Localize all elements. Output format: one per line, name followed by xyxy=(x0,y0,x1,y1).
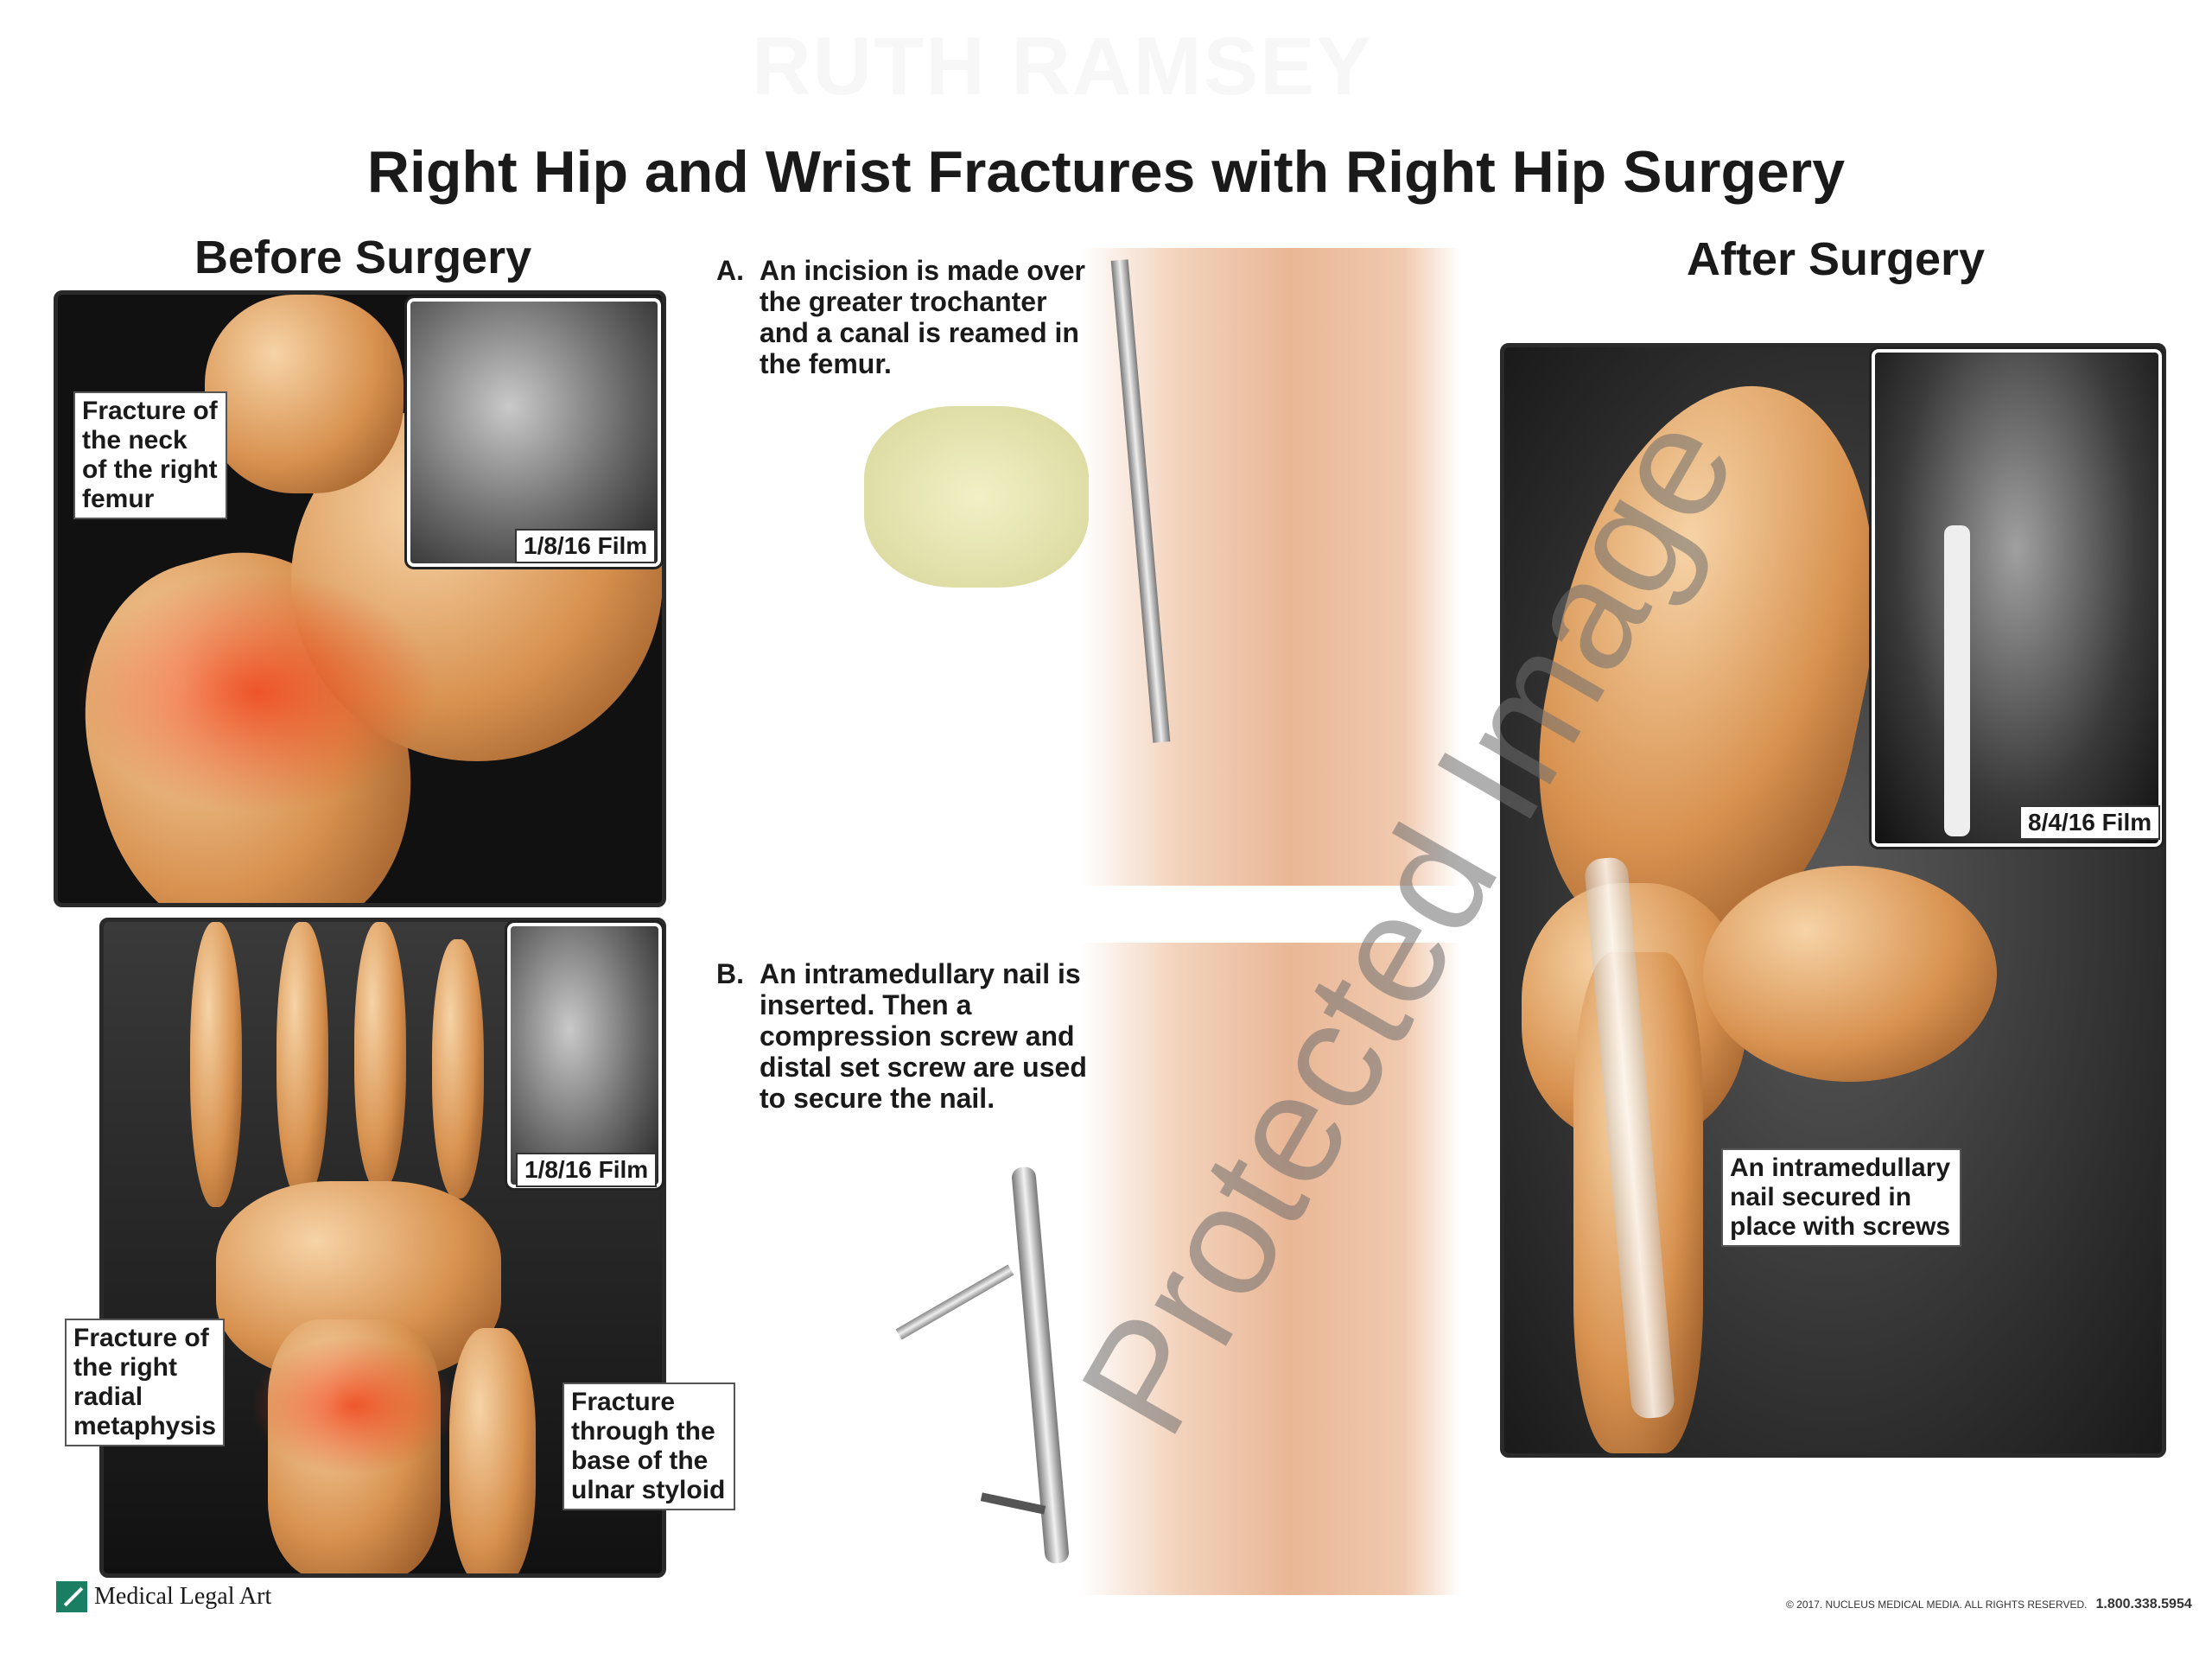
step-b-letter: B. xyxy=(716,958,744,989)
compression-screw xyxy=(895,1264,1014,1340)
radial-fracture-label: Fracture of the right radial metaphysis xyxy=(65,1319,225,1446)
footer-copyright: © 2017. NUCLEUS MEDICAL MEDIA. ALL RIGHT… xyxy=(1786,1597,2192,1612)
step-a-letter: A. xyxy=(716,255,744,286)
ulnar-fracture-label: Fracture through the base of the ulnar s… xyxy=(563,1382,735,1510)
nail-label: An intramedullary nail secured in place … xyxy=(1721,1148,1961,1247)
wrist-film-date: 1/8/16 Film xyxy=(516,1153,658,1187)
femur-fracture-label: Fracture of the neck of the right femur xyxy=(73,391,227,519)
logo-text: Medical Legal Art xyxy=(94,1583,272,1610)
hip-film-date: 1/8/16 Film xyxy=(515,529,657,563)
phone-number: 1.800.338.5954 xyxy=(2095,1597,2192,1611)
logo-pen-icon xyxy=(56,1581,87,1612)
step-b-illustration xyxy=(1080,943,1460,1595)
page-title: Right Hip and Wrist Fractures with Right… xyxy=(366,139,1846,205)
before-surgery-heading: Before Surgery xyxy=(194,232,532,283)
copyright-text: © 2017. NUCLEUS MEDICAL MEDIA. ALL RIGHT… xyxy=(1786,1599,2088,1611)
wrist-xray-inset xyxy=(505,920,664,1191)
hip-xray-inset xyxy=(404,296,664,569)
step-b-text: B. An intramedullary nail is inserted. Th… xyxy=(716,958,1096,1114)
faded-watermark-name: RUTH RAMSEY xyxy=(752,21,1373,112)
step-a-description: An incision is made over the greater tro… xyxy=(760,255,1085,379)
after-xray-inset xyxy=(1869,346,2164,849)
gloved-hand-scalpel xyxy=(864,406,1089,588)
set-screw xyxy=(980,1492,1046,1515)
after-film-date: 8/4/16 Film xyxy=(2019,805,2161,840)
medical-legal-art-logo: Medical Legal Art xyxy=(56,1581,271,1612)
step-a-text: A. An incision is made over the greater t… xyxy=(716,255,1096,379)
after-surgery-heading: After Surgery xyxy=(1687,233,1986,285)
step-b-description: An intramedullary nail is inserted. Then… xyxy=(760,958,1087,1114)
